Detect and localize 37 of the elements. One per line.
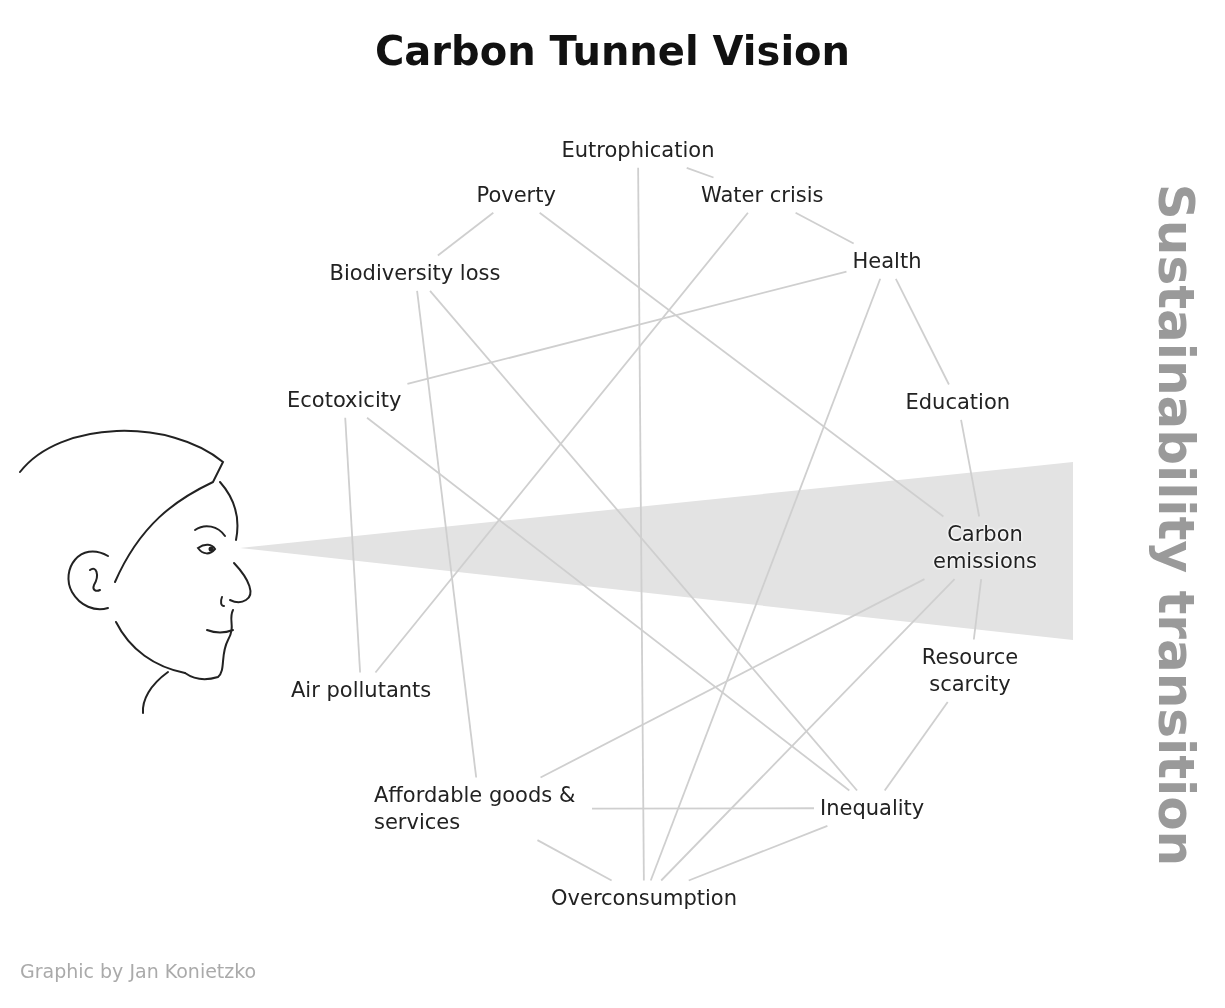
connector-line (539, 578, 926, 779)
topic-label: Affordable goods & services (374, 781, 586, 837)
topic-label: Inequality (820, 794, 925, 822)
topic-label: Eutrophication (561, 136, 715, 164)
topic-label: Poverty (476, 181, 556, 209)
connector-line (883, 701, 949, 792)
topic-label: Ecotoxicity (287, 386, 402, 414)
connector-line (416, 289, 478, 779)
connector-line (894, 277, 950, 386)
connector-line (406, 270, 848, 385)
connector-line (536, 839, 613, 882)
connector-line (685, 166, 715, 179)
connector-line (649, 277, 882, 882)
connector-line (436, 211, 495, 257)
topic-label: Overconsumption (551, 884, 738, 912)
topic-label: Health (852, 247, 922, 275)
connector-line (374, 211, 749, 674)
connector-line (794, 211, 855, 245)
connector-line (660, 578, 956, 882)
topic-label: Resource scarcity (902, 643, 1038, 699)
connector-line (538, 211, 945, 518)
connector-line (366, 416, 851, 792)
topic-label: Air pollutants (291, 676, 432, 704)
connector-line (429, 289, 858, 792)
credit-text: Graphic by Jan Konietzko (20, 960, 257, 982)
topic-label: Carbon emissions (917, 520, 1053, 576)
connector-line (591, 807, 815, 810)
connector-line (637, 166, 645, 882)
topic-label: Biodiversity loss (329, 259, 501, 287)
connector-line (344, 416, 361, 674)
connector-line (687, 824, 829, 882)
connector-line (960, 418, 981, 518)
diagram-title: Carbon Tunnel Vision (373, 28, 852, 74)
topic-label: Water crisis (701, 181, 824, 209)
side-heading: Sustainability transition (1147, 183, 1205, 867)
connector-line (972, 578, 983, 641)
topic-label: Education (905, 388, 1011, 416)
